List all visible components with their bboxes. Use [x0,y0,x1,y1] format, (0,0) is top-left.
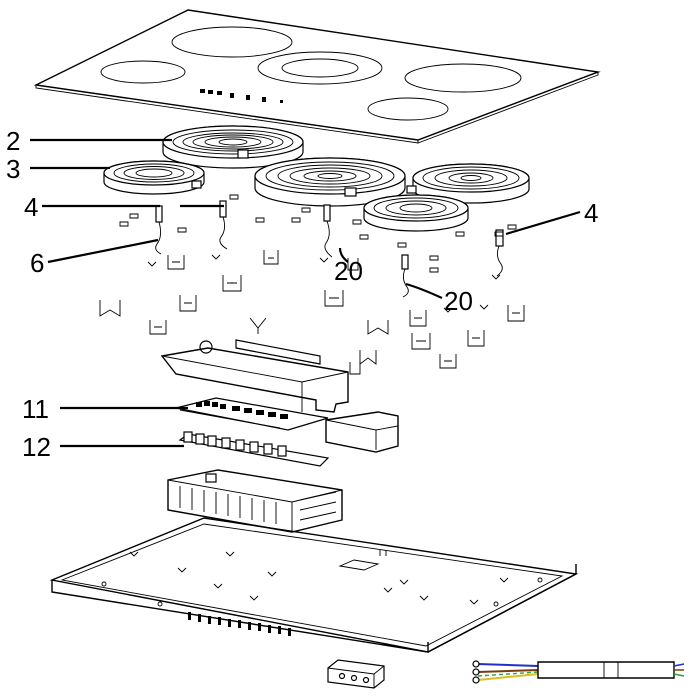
callout-3: 3 [6,154,20,184]
temperature-sensor-center [323,204,333,258]
heating-element-large [162,125,304,169]
temperature-sensor-left [155,205,163,255]
callout-4-left: 4 [24,192,38,222]
mounting-clips [99,194,525,375]
temperature-sensor-right [495,229,504,277]
heating-element-right-rear [406,163,530,204]
callout-2: 2 [6,126,20,156]
terminal-block [327,659,385,689]
callout-11: 11 [22,394,49,424]
heating-element-right-front [363,194,469,232]
callout-20-right: 20 [444,286,473,316]
leader-lines [30,138,581,448]
glass-cooktop [33,9,601,144]
callout-20-center: 20 [334,256,363,286]
callout-4-right: 4 [584,198,598,228]
touch-controls-printing [200,89,283,103]
power-cord [472,660,685,684]
control-board [175,397,329,431]
callout-labels: 2 3 4 4 6 20 20 11 12 [6,126,598,462]
temperature-sensor-mid-left [219,200,228,250]
callout-6: 6 [30,248,44,278]
temperature-sensor-right-front [401,254,409,298]
heating-element-small-left [103,160,205,195]
bracket-assembly [160,339,399,453]
callout-12: 12 [22,432,51,462]
heating-element-center [254,157,406,207]
relay-board [178,431,330,467]
bottom-chassis [49,517,579,653]
plastic-housing [167,469,343,533]
